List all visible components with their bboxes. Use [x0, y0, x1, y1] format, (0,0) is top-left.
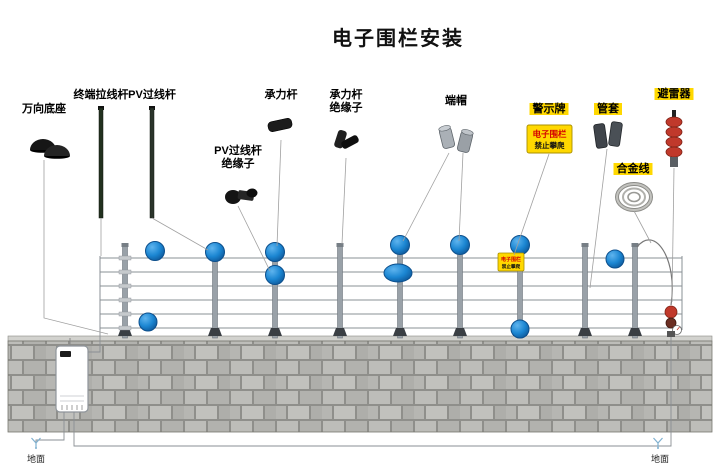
terminal-post-hardware — [118, 255, 132, 331]
ground-wiring — [35, 256, 672, 447]
wall — [7, 335, 713, 433]
callout-lines — [43, 139, 675, 335]
label-pv-pass-pole: PV过线杆 — [128, 89, 176, 101]
label-bearing-pole-insulator-l2: 绝缘子 — [329, 102, 363, 114]
universal-base-icon — [30, 139, 70, 159]
label-lightning-arrester: 避雷器 — [654, 88, 694, 101]
label-terminal-pull-pole: 终端拉线杆 — [73, 89, 129, 101]
bearing-pole-insulator-icon — [334, 129, 359, 149]
label-pv-pass-pole-insulator: PV过线杆 绝缘子 — [214, 145, 262, 171]
pipe-sleeve-icon — [593, 121, 623, 149]
label-bearing-pole-insulator: 承力杆 绝缘子 — [330, 89, 363, 115]
label-alloy-wire-text: 合金线 — [613, 163, 653, 175]
universal-bases — [118, 328, 642, 336]
fence-sign-line2: 禁止攀爬 — [501, 263, 521, 270]
label-end-cap: 端帽 — [445, 95, 467, 107]
warning-sign-icon-line2: 禁止攀爬 — [535, 140, 565, 150]
label-lightning-arrester-text: 避雷器 — [654, 88, 694, 100]
label-universal-base: 万向底座 — [22, 103, 66, 115]
ground-symbol-right — [653, 437, 663, 449]
scene-lightning-arrester — [636, 239, 682, 337]
label-ground-right: 地面 — [650, 454, 670, 464]
label-pv-pass-pole-insulator-l2: 绝缘子 — [221, 158, 255, 170]
label-ground-left: 地面 — [26, 454, 46, 464]
fence-posts — [118, 243, 642, 339]
label-bearing-pole-insulator-l1: 承力杆 — [329, 89, 363, 101]
fence-insulators — [138, 235, 625, 339]
warning-sign-icon-line1: 电子围栏 — [532, 129, 567, 139]
page-title: 电子围栏安装 — [332, 28, 464, 50]
terminal-pull-pole-icon — [98, 106, 104, 219]
bearing-pole-icon — [267, 118, 293, 132]
energizer-box — [55, 338, 89, 413]
label-pipe-sleeve-text: 管套 — [594, 103, 622, 115]
label-warning-sign-text: 警示牌 — [529, 103, 569, 115]
fence-warning-sign: 电子围栏 禁止攀爬 — [497, 252, 525, 272]
label-bearing-pole: 承力杆 — [264, 89, 298, 101]
fence-sign-line1: 电子围栏 — [501, 256, 521, 263]
end-cap-icon — [438, 125, 474, 153]
pv-pass-pole-insulator-icon — [225, 188, 258, 204]
label-pipe-sleeve: 管套 — [594, 103, 622, 116]
alloy-wire-icon — [615, 182, 653, 212]
label-pv-pass-pole-insulator-l1: PV过线杆 — [214, 145, 262, 157]
warning-sign-icon: 电子围栏 禁止攀爬 — [526, 124, 573, 154]
pv-pass-pole-icon — [149, 106, 155, 219]
lightning-arrester-icon — [665, 110, 683, 167]
label-alloy-wire: 合金线 — [613, 163, 653, 176]
ground-symbol-left — [31, 437, 41, 449]
label-warning-sign: 警示牌 — [529, 103, 569, 116]
